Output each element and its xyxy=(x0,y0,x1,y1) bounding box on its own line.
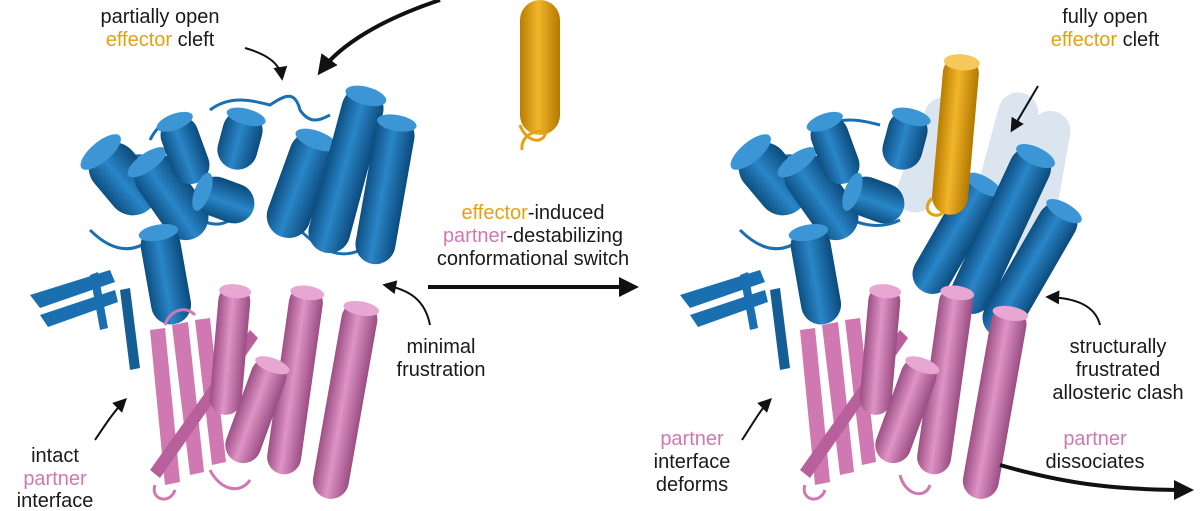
arrow-minimal-frustration xyxy=(382,280,431,326)
label-cleft-word: cleft xyxy=(172,29,215,51)
label-minimal-frustration: minimal frustration xyxy=(397,336,486,381)
label-minimal: minimal xyxy=(407,336,476,358)
label-cleft-word-right: cleft xyxy=(1117,29,1160,51)
annotation-arrows xyxy=(94,0,1194,500)
label-partner-dissociates: partner dissociates xyxy=(1046,428,1145,473)
label-frustration: frustration xyxy=(397,359,486,381)
label-partner-interface-deforms: partner interface deforms xyxy=(654,428,731,496)
label-partially-open-cleft: partially open effector cleft xyxy=(101,6,220,51)
label-induced: -induced xyxy=(528,202,605,224)
label-dissociates: dissociates xyxy=(1046,451,1145,473)
right-pink-loops xyxy=(802,474,932,501)
label-conformational-switch: effector-induced partner-destabilizing c… xyxy=(437,202,629,270)
label-intact-partner-interface: intact partner interface xyxy=(17,445,94,511)
label-effector-word-right: effector xyxy=(1051,29,1118,51)
label-partner-word-center: partner xyxy=(443,225,507,247)
label-allosteric-clash-line: allosteric clash xyxy=(1052,382,1183,404)
right-pink-helices xyxy=(859,284,1029,499)
label-partially-open-line1: partially open xyxy=(101,6,220,28)
right-effector-helix xyxy=(925,54,980,217)
label-deforms: deforms xyxy=(656,474,728,496)
label-frustrated: frustrated xyxy=(1076,359,1160,381)
arrow-partner-dissociates xyxy=(999,463,1194,500)
label-intact: intact xyxy=(31,445,79,467)
label-fully-open-cleft: fully open effector cleft xyxy=(1051,6,1160,51)
left-blue-helices xyxy=(80,85,417,325)
svg-text:effector cleft: effector cleft xyxy=(1051,29,1160,51)
right-beta-sheet xyxy=(680,270,790,370)
svg-text:effector-induced: effector-induced xyxy=(461,202,604,224)
label-interface: interface xyxy=(17,490,94,511)
arrow-intact-interface xyxy=(94,398,127,441)
left-beta-sheet xyxy=(30,270,140,370)
left-pink-loops xyxy=(152,308,252,501)
arrow-clash xyxy=(1045,290,1101,326)
arrow-fully-open xyxy=(1010,85,1039,133)
label-destabilizing: -destabilizing xyxy=(506,225,623,247)
left-pink-helices xyxy=(209,284,380,499)
label-effector-word-center: effector xyxy=(461,202,528,224)
label-allosteric-clash: structurally frustrated allosteric clash xyxy=(1052,336,1183,404)
left-structure xyxy=(30,85,417,501)
arrow-effector-approach xyxy=(317,0,441,76)
right-structure xyxy=(680,54,1082,501)
label-conformational-switch-line: conformational switch xyxy=(437,248,629,270)
label-fully-open: fully open xyxy=(1062,6,1148,28)
left-effector-helix xyxy=(518,0,560,151)
label-interface-right: interface xyxy=(654,451,731,473)
label-partner-right: partner xyxy=(660,428,724,450)
label-partner: partner xyxy=(23,468,87,490)
right-blue-helices xyxy=(730,107,1082,338)
label-effector-word: effector xyxy=(106,29,173,51)
arrow-partially-open xyxy=(244,47,288,81)
label-partner-dissoc: partner xyxy=(1063,428,1127,450)
svg-text:effector cleft: effector cleft xyxy=(106,29,215,51)
label-structurally: structurally xyxy=(1070,336,1167,358)
svg-text:partner-destabilizing: partner-destabilizing xyxy=(443,225,623,247)
arrow-interface-deforms xyxy=(741,398,772,441)
